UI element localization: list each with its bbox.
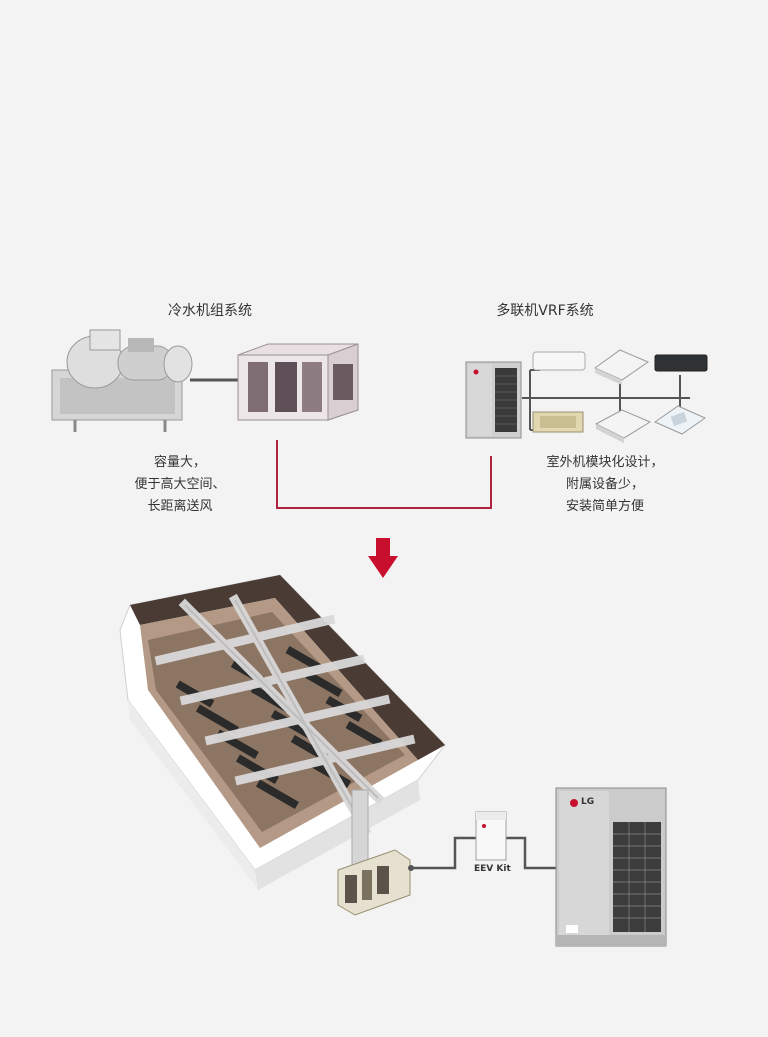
chiller-desc-line: 便于高大空间、 <box>134 477 226 492</box>
indoor-unit-cassette-2-image <box>594 409 652 443</box>
chiller-system-title: 冷水机组系统 <box>168 303 252 319</box>
lg-outdoor-unit-image <box>555 787 667 947</box>
vrf-desc-line: 附属设备少， <box>565 477 644 492</box>
vrf-desc-line: 安装简单方便 <box>565 499 644 514</box>
ducted-indoor-unit-image <box>337 849 411 916</box>
indoor-unit-dark-wall-image <box>654 354 708 372</box>
chiller-desc-line: 容量大， <box>153 455 206 470</box>
lg-brand-text: LG <box>581 797 595 807</box>
chiller-unit-image <box>51 329 193 432</box>
vrf-desc-line: 室外机模块化设计， <box>546 455 664 470</box>
indoor-unit-duct-image <box>532 411 584 433</box>
chiller-system-description: 容量大， 便于高大空间、 长距离送风 <box>110 452 250 518</box>
air-handling-unit-image <box>237 343 359 421</box>
building-cutaway-image <box>119 574 446 890</box>
eev-kit-image <box>475 811 507 861</box>
vrf-system-description: 室外机模块化设计， 附属设备少， 安装简单方便 <box>530 452 680 518</box>
vrf-system-title: 多联机VRF系统 <box>496 303 594 319</box>
systems-connector-line <box>276 440 492 509</box>
arrow-down-icon <box>368 538 398 578</box>
eev-kit-label: EEV Kit <box>474 864 511 874</box>
bottom-pipes <box>410 836 556 870</box>
chiller-desc-line: 长距离送风 <box>147 499 213 514</box>
vrf-outdoor-unit-image <box>465 361 522 439</box>
indoor-unit-cassette-3-image <box>653 405 707 435</box>
indoor-unit-cassette-1-image <box>594 349 650 385</box>
pipe-joint-dot <box>408 865 414 871</box>
indoor-unit-wall-image <box>532 351 586 371</box>
